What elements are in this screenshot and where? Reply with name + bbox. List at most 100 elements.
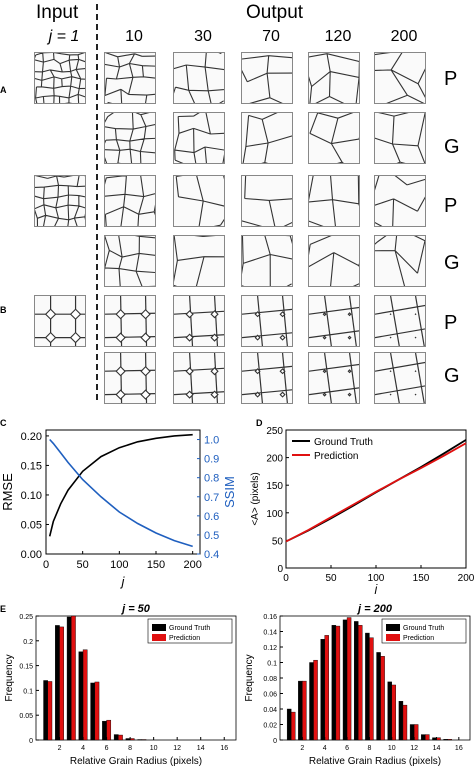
- y-right-tick-label: 1.0: [204, 435, 219, 447]
- output-tile-g2-5: [374, 235, 426, 287]
- hist200-bar-ground-truth: [376, 652, 381, 741]
- x-tick-label: 200: [183, 559, 201, 571]
- legend-label: Ground Truth: [403, 625, 444, 632]
- legend-swatch: [386, 634, 400, 641]
- legend-label: Prediction: [314, 451, 358, 462]
- input-tile-3: [34, 295, 86, 347]
- y-axis-label: RMSE: [0, 473, 15, 511]
- x-tick-label: 16: [455, 745, 463, 752]
- column-label-200: 200: [390, 28, 418, 45]
- x-tick-label: 150: [413, 573, 430, 584]
- panel-label-b: B: [0, 305, 7, 315]
- hist200-bar-ground-truth: [298, 680, 303, 741]
- y-right-tick-label: 0.6: [204, 511, 219, 523]
- y-tick-label: 0.2: [23, 639, 33, 646]
- x-tick-label: 14: [197, 745, 205, 752]
- panel-label-e: E: [0, 604, 7, 614]
- y-tick-label: 0.25: [19, 614, 33, 621]
- output-tile-g1-2: [173, 112, 225, 164]
- x-tick-label: 2: [58, 745, 62, 752]
- output-tile-g1-5: [374, 112, 426, 164]
- output-tile-g1-3: [241, 112, 293, 164]
- x-tick-label: 12: [410, 745, 418, 752]
- x-tick-label: 0: [283, 573, 289, 584]
- row-label-p2: P: [444, 195, 458, 217]
- output-tile-g2-1: [104, 235, 156, 287]
- output-tile-g3-3: [241, 352, 293, 404]
- output-tile-p3-1: [104, 295, 156, 347]
- column-label-120: 120: [324, 28, 352, 45]
- y-tick-label: 0.1: [23, 688, 33, 695]
- row-label-p1: P: [444, 68, 458, 90]
- x-tick-label: 4: [81, 745, 85, 752]
- legend-swatch: [386, 624, 400, 631]
- hist200-bar-prediction: [358, 625, 363, 741]
- hist200-bar-ground-truth: [320, 639, 325, 741]
- hist50-bar-ground-truth: [43, 680, 48, 741]
- x-tick-label: 100: [368, 573, 385, 584]
- y-axis-label: Frequency: [4, 654, 15, 701]
- x-axis-label: j: [120, 574, 126, 589]
- hist200-bar-ground-truth: [331, 625, 337, 741]
- x-tick-label: 2: [300, 745, 304, 752]
- hist200-bar-ground-truth: [443, 739, 448, 741]
- output-tile-p1-4: [308, 52, 360, 104]
- legend-swatch: [152, 624, 166, 631]
- input-tile-2: [34, 175, 86, 227]
- x-tick-label: 0: [43, 559, 49, 571]
- y-tick-label: 0.12: [263, 645, 277, 652]
- y-tick-label: 0.02: [263, 723, 277, 730]
- row-label-g1: G: [444, 136, 460, 158]
- prediction-line: [285, 442, 467, 543]
- y-tick-label: 50: [272, 536, 284, 547]
- x-tick-label: 200: [458, 573, 474, 584]
- output-tile-g1-4: [308, 112, 360, 164]
- row-label-g3: G: [444, 365, 460, 387]
- y-tick-label: 0.14: [263, 630, 277, 637]
- output-tile-p2-2: [173, 175, 225, 227]
- y-right-tick-label: 0.8: [204, 473, 219, 485]
- output-tile-p3-2: [173, 295, 225, 347]
- y-tick-label: 0.04: [263, 707, 277, 714]
- x-tick-label: 10: [388, 745, 396, 752]
- j-label: j = 1: [48, 28, 80, 45]
- output-tile-g1-1: [104, 112, 156, 164]
- output-tile-p3-4: [308, 295, 360, 347]
- legend-label: Prediction: [169, 635, 200, 642]
- hist50-bar-ground-truth: [66, 616, 72, 741]
- hist200-bar-prediction: [413, 724, 419, 741]
- chart-title: j = 50: [120, 603, 151, 615]
- y-tick-label: 0.08: [263, 676, 277, 683]
- hist200-bar-prediction: [402, 704, 408, 741]
- output-tile-p2-3: [241, 175, 293, 227]
- hist200-bar-prediction: [425, 734, 430, 741]
- x-tick-label: 100: [110, 559, 128, 571]
- x-tick-label: 6: [105, 745, 109, 752]
- hist50-bar-ground-truth: [102, 720, 107, 741]
- row-label-g2: G: [444, 252, 460, 274]
- rmse-line: [48, 433, 193, 537]
- y-tick-label: 0: [277, 564, 283, 575]
- y-tick-label: 250: [266, 426, 283, 437]
- hist50-bar-prediction: [82, 649, 88, 741]
- hist50-bar-ground-truth: [113, 734, 119, 741]
- chart-title: j = 200: [356, 603, 393, 615]
- hist200-bar-ground-truth: [387, 681, 392, 741]
- y-tick-label: 0.00: [21, 549, 42, 561]
- output-tile-g3-1: [104, 352, 156, 404]
- hist200-bar-prediction: [380, 656, 385, 741]
- y-tick-label: 0.10: [21, 490, 42, 502]
- hist200-bar-ground-truth: [354, 621, 359, 741]
- output-tile-p1-2: [173, 52, 225, 104]
- x-axis-label: j: [373, 582, 378, 594]
- hist50-bar-ground-truth: [55, 625, 60, 741]
- column-label-30: 30: [194, 28, 212, 45]
- x-tick-label: 8: [367, 745, 371, 752]
- x-tick-label: 14: [433, 745, 441, 752]
- y-right-tick-label: 0.5: [204, 530, 219, 542]
- hist200-bar-prediction: [324, 635, 329, 741]
- legend-label: Ground Truth: [314, 437, 373, 448]
- hist200-bar-ground-truth: [432, 737, 437, 741]
- hist200-bar-prediction: [335, 625, 341, 741]
